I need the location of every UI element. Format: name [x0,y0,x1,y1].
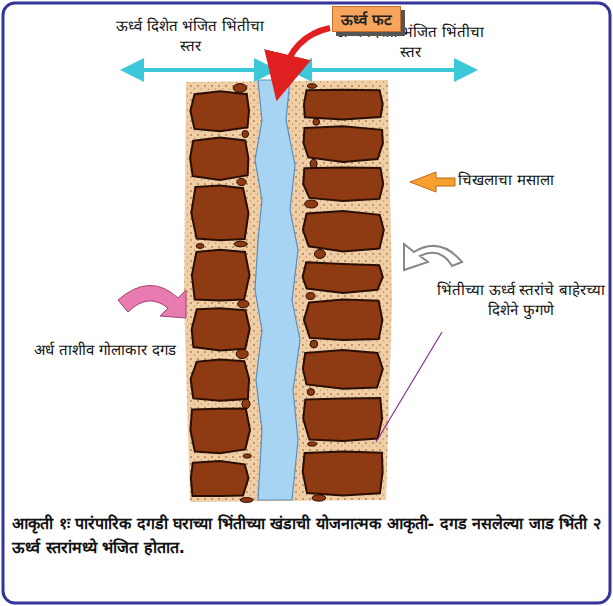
mud-mortar [184,80,392,502]
stone [303,211,384,251]
pebble [313,119,320,125]
width-arrow [300,68,466,72]
stone [192,308,250,350]
stone [303,350,383,389]
pebble [196,244,204,249]
stone [304,300,383,341]
stone [191,360,250,401]
pebble [312,495,326,501]
pebble [233,84,247,93]
pointer-arrow [282,28,330,78]
stone [190,138,248,180]
stone [303,398,382,441]
pebble [237,178,246,185]
leader-line [376,332,442,442]
pointer-arrow [118,285,186,318]
pointer-arrow [410,172,455,192]
pebble [242,131,249,138]
pebble [243,454,251,458]
vertical-crack [255,80,300,500]
pebble [307,389,314,396]
stone [303,262,383,293]
pebble [305,200,318,208]
crack-callout-box: ऊर्ध्व फट [332,6,401,32]
stone [191,461,249,496]
layer-label: ऊर्ध्व दिशेत भंजित भिंतीचा स्तर [110,16,270,57]
stone [190,408,250,453]
callout-text: ऊर्ध्व फट [341,11,392,29]
stone [303,168,383,202]
mortar-label: चिखलाचा मसाला [458,170,598,190]
stone [303,452,383,496]
pebble [314,250,325,259]
pebble [238,300,249,308]
stone [304,90,383,120]
width-arrow [132,68,266,72]
stone [192,250,250,301]
pebble [236,349,248,358]
pebble [310,340,317,348]
bulge-label: भिंतीच्या ऊर्ध्व स्तरांचे बाहेरच्या दिशे… [436,280,606,321]
stone [304,126,383,162]
pebble [306,293,315,300]
stone [190,91,249,131]
pebble [234,241,247,246]
stone-label: अर्ध ताशीव गोलाकार दगड [30,340,180,360]
frame [3,3,610,603]
figure-caption: आकृती १ः पारंपारिक दगडी घराच्या भिंतीच्य… [12,512,602,560]
pebble [308,442,317,446]
pointer-arrow [404,244,462,270]
pebble [307,84,316,89]
stone [191,186,248,241]
pebble [240,498,253,503]
